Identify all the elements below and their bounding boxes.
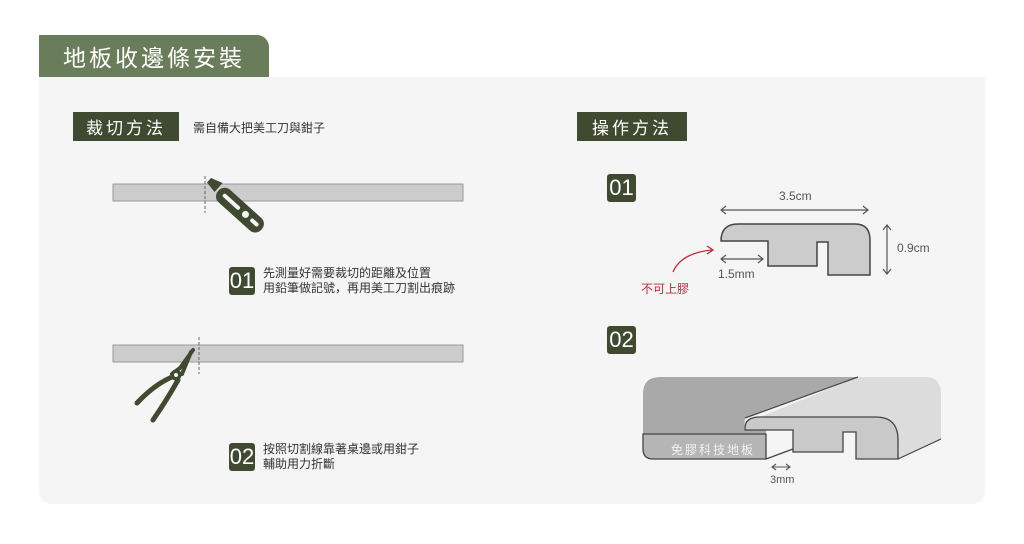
cut-step-1-line2: 用鉛筆做記號，再用美工刀割出痕跡 [263,281,456,295]
lip-dimension: 1.5mm [718,267,755,281]
floor-label: 免膠科技地板 [671,443,756,457]
cutting-method-label: 裁切方法 [73,112,179,141]
cutting-tools-note: 需自備大把美工刀與鉗子 [193,121,326,135]
operation-method-label: 操作方法 [577,112,687,141]
warning-arrow-icon [672,249,713,273]
width-dimension: 3.5cm [779,189,812,203]
page-title: 地板收邊條安裝 [39,35,269,77]
no-glue-warning: 不可上膠 [641,282,690,296]
cut-step-1-number: 01 [229,267,255,295]
op-step-1-number: 01 [607,174,636,202]
cut-step-2-line1: 按照切割線靠著桌邊或用鉗子 [263,442,420,456]
cut-step-1-text: 先測量好需要裁切的距離及位置 用鉛筆做記號，再用美工刀割出痕跡 [263,266,455,296]
cut-step-2-number: 02 [229,443,255,471]
gap-dimension: 3mm [770,474,795,486]
op-step-2-number: 02 [607,326,636,354]
utility-knife-icon [206,178,264,233]
pliers-icon [134,348,195,423]
cut-step-1-line1: 先測量好需要裁切的距離及位置 [263,266,432,280]
cut-step-2-text: 按照切割線靠著桌邊或用鉗子 輔助用力折斷 [263,442,419,472]
cut-step-2-line2: 輔助用力折斷 [263,457,336,471]
height-dimension: 0.9cm [897,241,930,255]
